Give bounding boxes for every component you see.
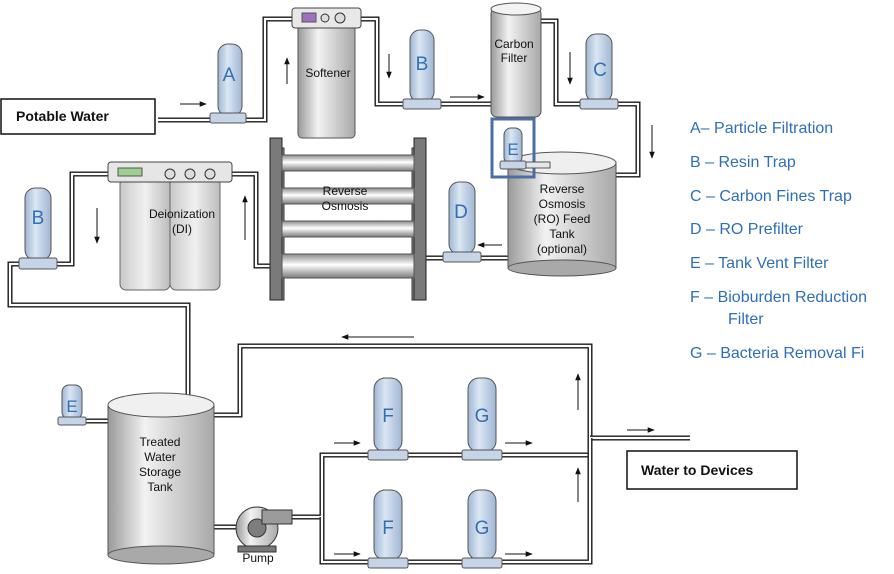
deionization-unit: Deionization (DI) [107,161,233,291]
filter-a: A [209,43,247,124]
treated-water-tank: Treated Water Storage Tank [107,392,215,565]
legend-item-b: B – Resin Trap [690,154,796,171]
carbon-filter-unit: Carbon Filter [490,2,542,118]
filter-d-letter: D [454,202,468,223]
ro-tank-label-3: (RO) Feed [534,212,591,226]
di-label-1: Deionization [149,207,215,221]
filter-f-bottom-letter: F [382,518,394,539]
legend-item-f-cont: Filter [728,311,764,328]
ro-tank-label-4: Tank [549,227,575,241]
filter-f-top-letter: F [382,406,394,427]
tank-label-2: Water [144,450,176,464]
legend-item-g: G – Bacteria Removal Fi [690,345,864,362]
potable-water-box: Potable Water [0,98,156,135]
legend-item-a: A– Particle Filtration [690,120,833,137]
water-to-devices-label: Water to Devices [641,462,754,478]
filter-a-letter: A [223,65,236,86]
softener-unit: Softener [291,7,362,139]
filter-c: C [579,33,619,110]
carbon-filter-label-2: Filter [501,51,528,65]
filter-e-top-letter: E [507,140,518,159]
ro-tank-label-5: (optional) [537,242,587,256]
legend-item-c: C – Carbon Fines Trap [690,188,852,205]
softener-label: Softener [305,66,350,80]
filter-g-bottom-letter: G [475,518,490,539]
filter-b-top: B [402,29,442,110]
filter-g-top-letter: G [475,406,490,427]
filter-e-top: E [490,117,551,179]
reverse-osmosis-module: Reverse Osmosis [269,137,427,301]
filter-b-left-letter: B [32,208,45,229]
legend-item-d: D – RO Prefilter [690,221,804,238]
filter-c-letter: C [593,60,607,81]
pump-unit: Pump [235,506,293,565]
tank-label-3: Storage [139,465,181,479]
pump-label: Pump [242,551,274,565]
filter-d: D [442,181,482,263]
pipe-network [7,16,690,565]
ro-tank-label-1: Reverse [540,182,585,196]
filter-f-top: F [367,377,409,461]
di-label-2: (DI) [172,222,192,236]
filter-e-left: E [57,384,87,426]
filter-g-top: G [461,377,503,461]
flow-arrows [94,52,655,557]
legend-item-e: E – Tank Vent Filter [690,255,829,272]
water-to-devices-box: Water to Devices [626,450,798,490]
filter-e-left-letter: E [66,397,77,416]
potable-water-label: Potable Water [16,108,109,124]
legend: A– Particle Filtration B – Resin Trap C … [690,120,867,362]
filter-g-bottom: G [461,489,503,569]
filter-f-bottom: F [367,489,409,569]
highlight-box [490,117,536,179]
tank-label-4: Tank [147,480,173,494]
legend-item-f: F – Bioburden Reduction [690,289,867,306]
ro-feed-tank: Reverse Osmosis (RO) Feed Tank (optional… [507,151,617,277]
carbon-filter-label-1: Carbon [494,37,533,51]
ro-tank-label-2: Osmosis [539,197,586,211]
ro-label-1: Reverse [323,184,368,198]
ro-label-2: Osmosis [322,199,369,213]
filter-b-top-letter: B [416,54,429,75]
tank-label-1: Treated [140,435,181,449]
filter-b-left: B [18,187,58,270]
